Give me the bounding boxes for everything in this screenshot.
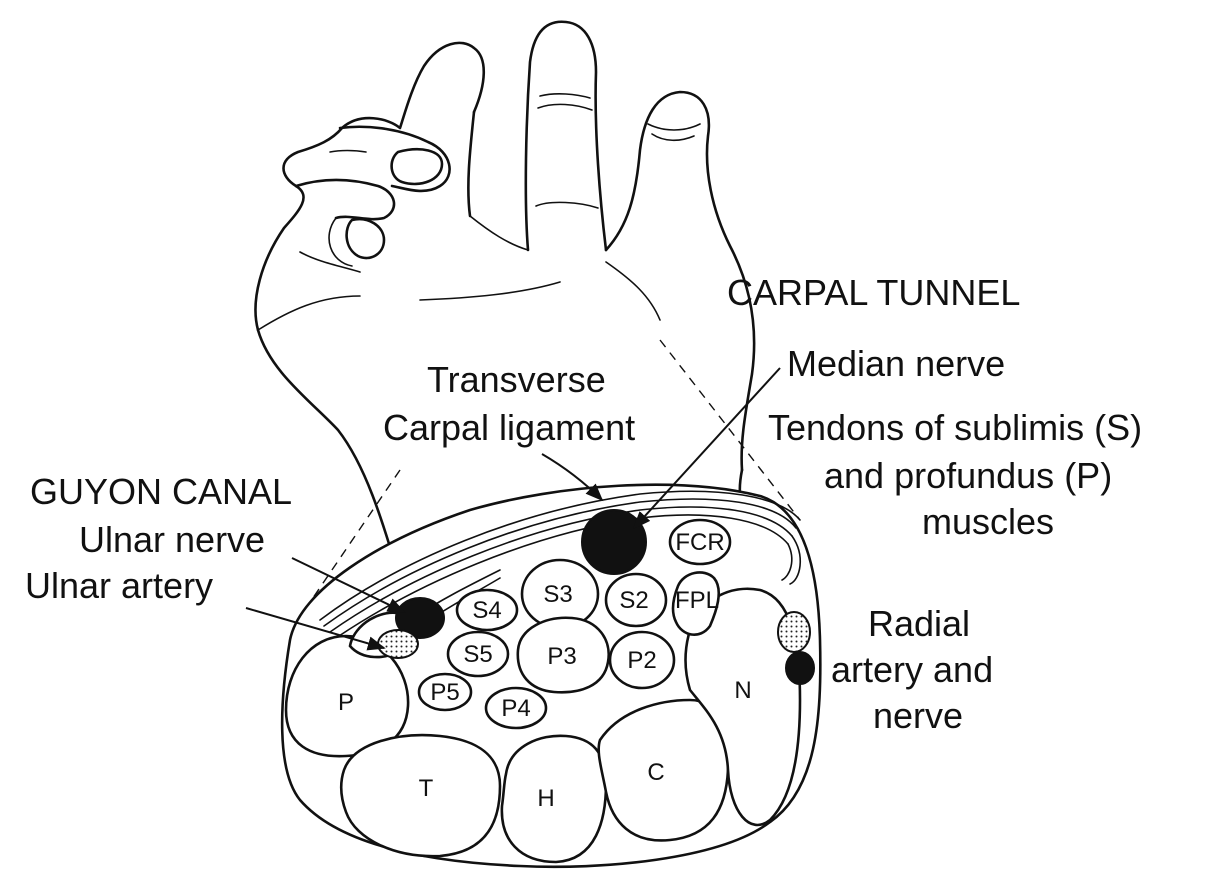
- label-median-nerve: Median nerve: [787, 343, 1005, 384]
- label-ulnar-artery: Ulnar artery: [25, 565, 213, 606]
- label-ulnar-nerve: Ulnar nerve: [79, 519, 265, 560]
- bone-h-label: H: [537, 785, 554, 812]
- radial-nerve-shape: [786, 652, 814, 684]
- label-tendons-line1: Tendons of sublimis (S): [768, 407, 1142, 448]
- radial-artery-shape: [778, 612, 810, 652]
- tendon-p3-label: P3: [547, 643, 576, 670]
- bone-n-label: N: [734, 677, 751, 704]
- tendon-p2-label: P2: [627, 647, 656, 674]
- label-radial-line2: artery and: [831, 649, 993, 690]
- tendon-s3-label: S3: [543, 581, 572, 608]
- bone-t-label: T: [419, 775, 434, 802]
- tendon-fcr-label: FCR: [675, 529, 724, 556]
- label-radial-line3: nerve: [873, 695, 963, 736]
- tendon-p4-label: P4: [501, 695, 530, 722]
- tendon-s4-label: S4: [472, 597, 501, 624]
- label-radial-line1: Radial: [868, 603, 970, 644]
- tendon-fpl-label: FPL: [675, 587, 719, 614]
- label-transverse-line1: Transverse: [427, 359, 606, 400]
- tendon-s5-label: S5: [463, 641, 492, 668]
- label-transverse-line2: Carpal ligament: [383, 407, 635, 448]
- label-tendons-line2: and profundus (P): [824, 455, 1112, 496]
- bone-p-label: P: [338, 689, 354, 716]
- tendon-s2-label: S2: [619, 587, 648, 614]
- label-tendons-line3: muscles: [922, 501, 1054, 542]
- tendon-p5-label: P5: [430, 679, 459, 706]
- median-nerve-shape: [582, 510, 646, 574]
- label-carpal-tunnel: CARPAL TUNNEL: [727, 272, 1020, 313]
- ulnar-artery-shape: [378, 630, 418, 658]
- label-guyon-canal: GUYON CANAL: [30, 471, 292, 512]
- bone-c-label: C: [647, 759, 664, 786]
